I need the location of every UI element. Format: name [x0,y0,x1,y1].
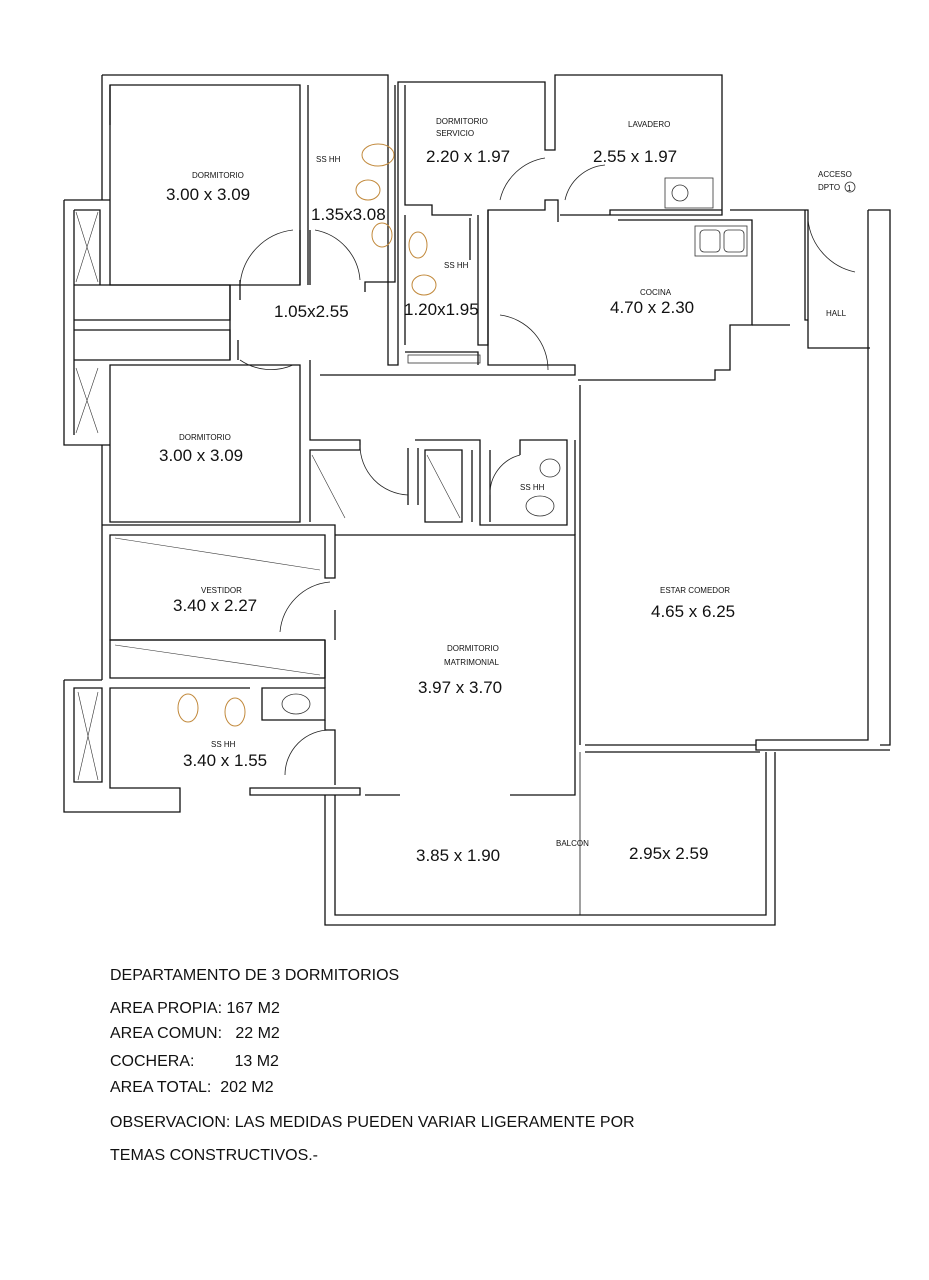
matrimonial-dim: 3.97 x 3.70 [418,678,502,697]
area-total: AREA TOTAL: 202 M2 [110,1079,274,1096]
sshh-2-dim: 1.20x1.95 [404,300,479,319]
matrimonial-name-1: DORMITORIO [447,644,499,653]
area-propia: AREA PROPIA: 167 M2 [110,1000,280,1017]
doors [239,157,856,776]
balcon-dim-1: 3.85 x 1.90 [416,846,500,865]
sshh-3-name: SS HH [520,483,545,492]
dormitorio-2-name: DORMITORIO [179,433,231,442]
balcon-dim-2: 2.95x 2.59 [629,844,708,863]
observacion-line-1: OBSERVACION: LAS MEDIDAS PUEDEN VARIAR L… [110,1114,635,1131]
fixtures [177,143,437,727]
dormitorio-2-dim: 3.00 x 3.09 [159,446,243,465]
pasillo-dim: 1.05x2.55 [274,302,349,321]
balcon-name: BALCON [556,839,589,848]
sshh-1-name: SS HH [316,155,341,164]
dorm-servicio-name-1: DORMITORIO [436,117,488,126]
lavadero-name: LAVADERO [628,120,670,129]
sshh-4-name: SS HH [211,740,236,749]
dpto-label: DPTO [818,183,840,192]
lavadero-dim: 2.55 x 1.97 [593,147,677,166]
cocina-name: COCINA [640,288,672,297]
dpto-number: 1 [847,184,852,193]
floor-plan: DORMITORIO 3.00 x 3.09 SS HH 1.35x3.08 D… [63,74,891,926]
vestidor-dim: 3.40 x 2.27 [173,596,257,615]
closet-central [424,449,463,523]
sshh-1-dim: 1.35x3.08 [311,205,386,224]
dormitorio-2-walls [109,364,301,523]
dorm-servicio-dim: 2.20 x 1.97 [426,147,510,166]
estar-comedor-dim: 4.65 x 6.25 [651,602,735,621]
sink-counter [261,687,326,721]
matrimonial-name-2: MATRIMONIAL [444,658,500,667]
hall-name: HALL [826,309,847,318]
sshh-2-name: SS HH [444,261,469,270]
cochera: COCHERA: 13 M2 [110,1053,279,1070]
observacion-line-2: TEMAS CONSTRUCTIVOS.- [110,1147,319,1164]
plan-title: DEPARTAMENTO DE 3 DORMITORIOS [110,967,400,984]
estar-comedor-name: ESTAR COMEDOR [660,586,730,595]
area-comun: AREA COMUN: 22 M2 [110,1025,280,1042]
dorm-servicio-name-2: SERVICIO [436,129,474,138]
vestidor-name: VESTIDOR [201,586,242,595]
closet-hatches [75,211,461,781]
acceso-label: ACCESO [818,170,852,179]
dormitorio-1-name: DORMITORIO [192,171,244,180]
walls [63,74,891,926]
cocina-dim: 4.70 x 2.30 [610,298,694,317]
room-labels: DORMITORIO 3.00 x 3.09 SS HH 1.35x3.08 D… [159,117,852,865]
dormitorio-1-dim: 3.00 x 3.09 [166,185,250,204]
sshh-4-dim: 3.40 x 1.55 [183,751,267,770]
appliances [281,177,856,715]
